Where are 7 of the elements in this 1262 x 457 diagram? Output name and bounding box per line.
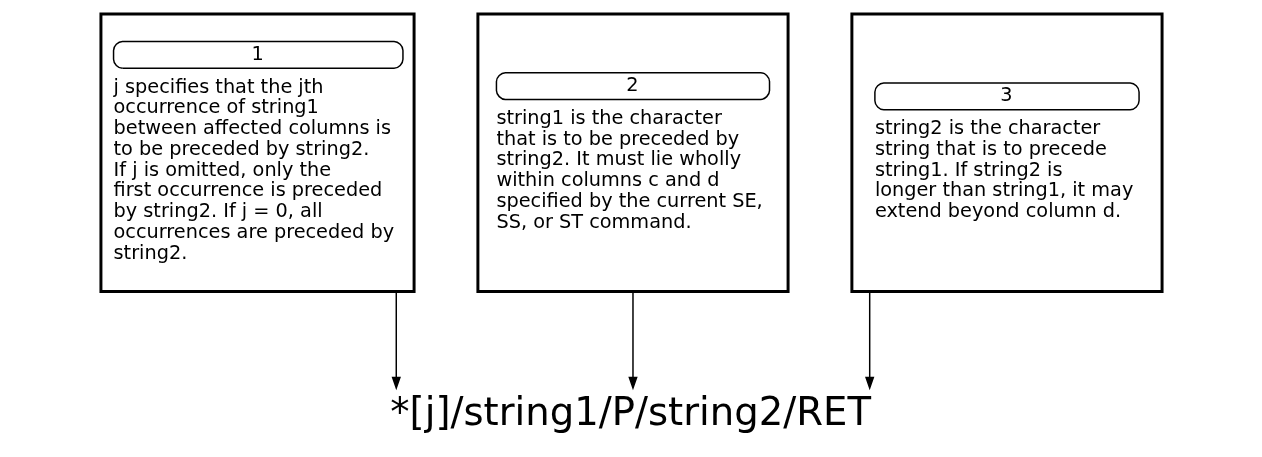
arrow — [391, 291, 401, 391]
arrow — [627, 291, 638, 391]
node-box: 2 string1 is the character that is to be preceded by string2. It must lie wholly within columns c and d specified by the current SE, SS, or ST command. — [475, 12, 790, 294]
arrow — [864, 291, 874, 391]
node-text: *[j]/string1/P/string2/RET — [389, 388, 871, 434]
node-box: 1 j specifies that the jth occurrence of string1 between affected columns is to be preceded by string2. If j is omitted, only the first occurrence is preceded by string2. If j = 0, all occurrences are preceded by string2. — [98, 12, 416, 294]
node-box: 3 string2 is the character string that is to precede string1. If string2 is longer than string1, it may extend beyond column d. — [849, 12, 1164, 294]
